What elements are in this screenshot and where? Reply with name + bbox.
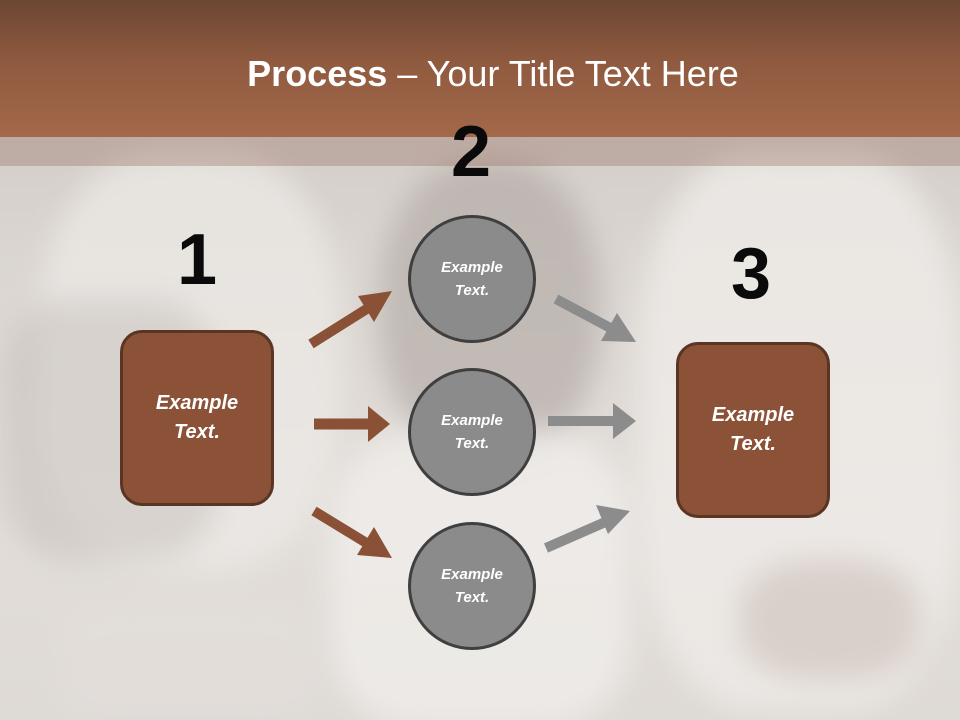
circle-middle[interactable]: Example Text. <box>408 368 536 496</box>
arrow-bottom-to-right-box <box>543 505 630 553</box>
arrow-middle-to-right-box <box>548 403 636 439</box>
arrow-to-bottom-circle <box>311 506 392 558</box>
header-band <box>0 0 960 137</box>
left-box[interactable]: Example Text. <box>120 330 274 506</box>
right-box[interactable]: Example Text. <box>676 342 830 518</box>
right-box-text: Example Text. <box>711 404 795 455</box>
circle-top[interactable]: Example Text. <box>408 215 536 343</box>
circle-bottom[interactable]: Example Text. <box>408 522 536 650</box>
step-number-3: 3 <box>731 234 772 314</box>
title-bold: Process <box>247 53 388 94</box>
step-number-1: 1 <box>177 220 218 300</box>
header-strip <box>0 137 960 166</box>
title-rest: – Your Title Text Here <box>387 53 739 94</box>
circle-top-text: Example Text. <box>441 259 503 299</box>
arrow-top-to-right-box <box>553 294 636 342</box>
left-box-text: Example Text. <box>155 392 239 443</box>
step-number-2: 2 <box>451 112 492 192</box>
circle-bottom-text: Example Text. <box>441 566 503 606</box>
slide-title: Process – Your Title Text Here <box>0 52 960 96</box>
circle-middle-text: Example Text. <box>441 412 503 452</box>
arrow-to-top-circle <box>308 291 392 349</box>
arrow-to-middle-circle <box>314 406 390 442</box>
